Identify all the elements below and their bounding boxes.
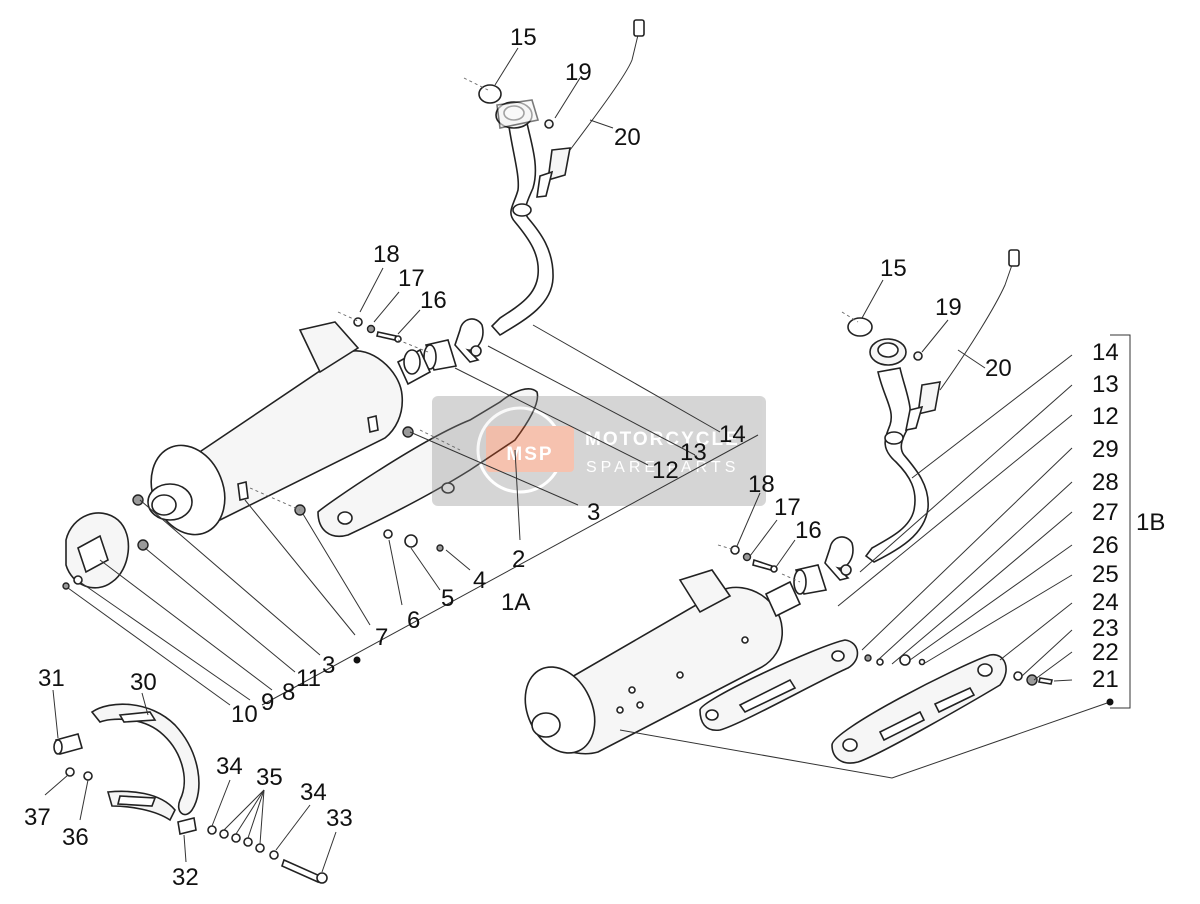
callout-3-lower: 3 [322,652,335,679]
nut-icon [544,119,554,129]
callout-10: 10 [231,701,258,728]
callout-24: 24 [1092,589,1119,616]
heat-shield-icon [317,388,539,537]
heat-shield-icon-right [831,654,1007,764]
callout-16-left: 16 [420,287,447,314]
callout-27: 27 [1092,499,1119,526]
callout-20-left: 20 [614,124,641,151]
bracket-strap-icon [90,703,200,822]
oring-icon-right [847,317,873,337]
callout-17-right: 17 [774,494,801,521]
callout-33: 33 [326,805,353,832]
callout-36: 36 [62,824,89,851]
callout-20-right: 20 [985,355,1012,382]
callout-19-left: 19 [565,59,592,86]
watermark-logo-text: MSP [506,444,553,465]
callout-1b: 1B [1136,509,1165,536]
bracket-washers-icon [65,767,328,884]
oxygen-sensor-icon [536,19,645,198]
callout-18-right: 18 [748,471,775,498]
screw-icon [383,529,444,552]
callout-34-upper: 34 [216,753,243,780]
callout-8: 8 [282,679,295,706]
sleeve-icon [423,339,458,371]
callout-26: 26 [1092,532,1119,559]
watermark-line2: SPARE PARTS [586,459,739,476]
callout-13-left: 13 [680,439,707,466]
callout-32: 32 [172,864,199,891]
callout-12-right: 12 [1092,403,1119,430]
callout-35: 35 [256,764,283,791]
callout-11: 11 [296,665,321,692]
callout-2: 2 [512,546,525,573]
watermark-logo: MSP MOTORCYCLE SPARE PARTS [432,396,766,506]
muffler-icon [147,321,432,536]
callout-15-left: 15 [510,24,537,51]
callout-5: 5 [441,585,454,612]
leaders-1a [67,47,759,706]
muffler-icon-right [524,569,802,755]
callout-9: 9 [261,689,274,716]
callout-23: 23 [1092,615,1119,642]
callout-14-right: 14 [1092,339,1119,366]
callout-3-left: 3 [587,499,600,526]
pipe-clamp-icon [454,318,484,363]
callout-16-right: 16 [795,517,822,544]
sleeve-icon-right [793,564,828,595]
callout-6: 6 [407,607,420,634]
bolt-icon [353,317,402,343]
callout-29: 29 [1092,436,1119,463]
muffler-bracket-icon [699,639,859,732]
exhaust-pipe-icon [490,99,554,337]
pipe-clamp-icon-right [824,536,854,581]
nut-icon-right [913,351,923,361]
callout-22: 22 [1092,639,1119,666]
dashed-axis-lines [249,77,489,511]
callout-28: 28 [1092,469,1119,496]
callout-13-right: 13 [1092,371,1119,398]
callout-18-left: 18 [373,241,400,268]
callout-34-lower: 34 [300,779,327,806]
pin-icon [53,733,197,835]
callout-37: 37 [24,804,51,831]
callout-21: 21 [1092,666,1119,693]
oxygen-sensor-icon-right [904,249,1020,432]
callout-7: 7 [375,624,388,651]
oring-icon [478,84,502,104]
callout-labels: 15 19 20 18 17 16 14 13 12 3 2 4 5 6 7 3… [24,24,1165,891]
callout-31: 31 [38,665,65,692]
callout-4: 4 [473,567,486,594]
callout-17-left: 17 [398,265,425,292]
callout-25: 25 [1092,561,1119,588]
dashed-axis-lines-right [717,311,859,583]
callout-30: 30 [130,669,157,696]
leaders-1b [619,279,1131,779]
callout-12-left: 12 [652,457,679,484]
callout-14-left: 14 [719,421,746,448]
bolt-icon-right [730,545,778,573]
callout-1a: 1A [501,589,530,616]
callout-15-right: 15 [880,255,907,282]
watermark-line1: MOTORCYCLE [585,429,740,450]
leaders-bracket [44,689,337,873]
exhaust-pipe-icon-right [864,338,929,563]
callout-19-right: 19 [935,294,962,321]
